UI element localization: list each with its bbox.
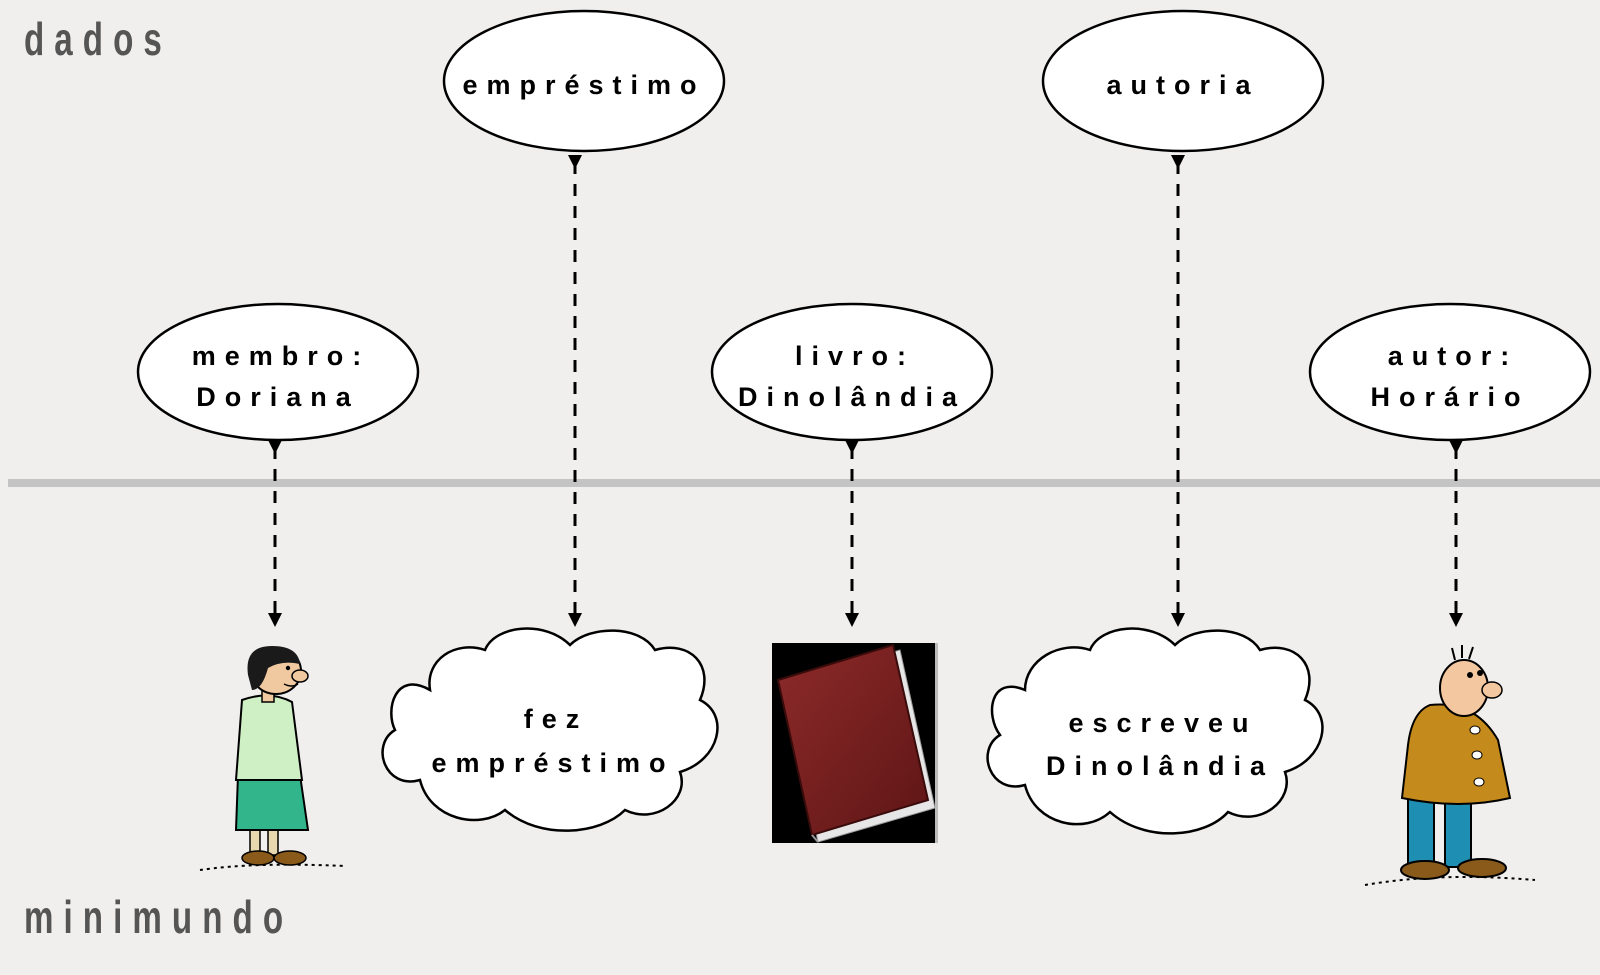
entity-ellipse-membro: membro: Doriana [136, 302, 420, 442]
dados-label: dados [24, 13, 172, 65]
cloud-text-line: escreveu [1068, 708, 1257, 738]
event-cloud-fez-emprestimo: fez empréstimo [381, 627, 719, 832]
cloud-text-line: fez [524, 704, 589, 734]
ellipse-text-line: autor: [1388, 341, 1519, 371]
ellipse-text-line: empréstimo [462, 70, 705, 100]
ellipse-text-line: membro: [192, 341, 371, 371]
cloud-text-line: Dinolândia [1046, 751, 1274, 781]
ellipse-text-line: Horário [1370, 382, 1529, 412]
ellipse-text-line: autoria [1106, 70, 1259, 100]
minimundo-label: minimundo [24, 891, 294, 943]
entity-ellipse-livro: livro: Dinolândia [710, 302, 994, 442]
entity-ellipse-autoria: autoria [1041, 9, 1325, 153]
woman-figure-icon [199, 646, 346, 871]
event-cloud-escreveu-dinolandia: escreveu Dinolândia [986, 627, 1324, 835]
ellipse-text-line: Dinolândia [738, 382, 966, 412]
man-figure-icon [1364, 645, 1536, 886]
ellipse-text-line: Doriana [196, 382, 360, 412]
entity-ellipse-emprestimo: empréstimo [442, 9, 726, 153]
book-icon [772, 643, 938, 843]
entity-ellipse-autor: autor: Horário [1308, 302, 1592, 442]
ellipse-text-line: livro: [795, 341, 915, 371]
cloud-text-line: empréstimo [431, 748, 674, 778]
